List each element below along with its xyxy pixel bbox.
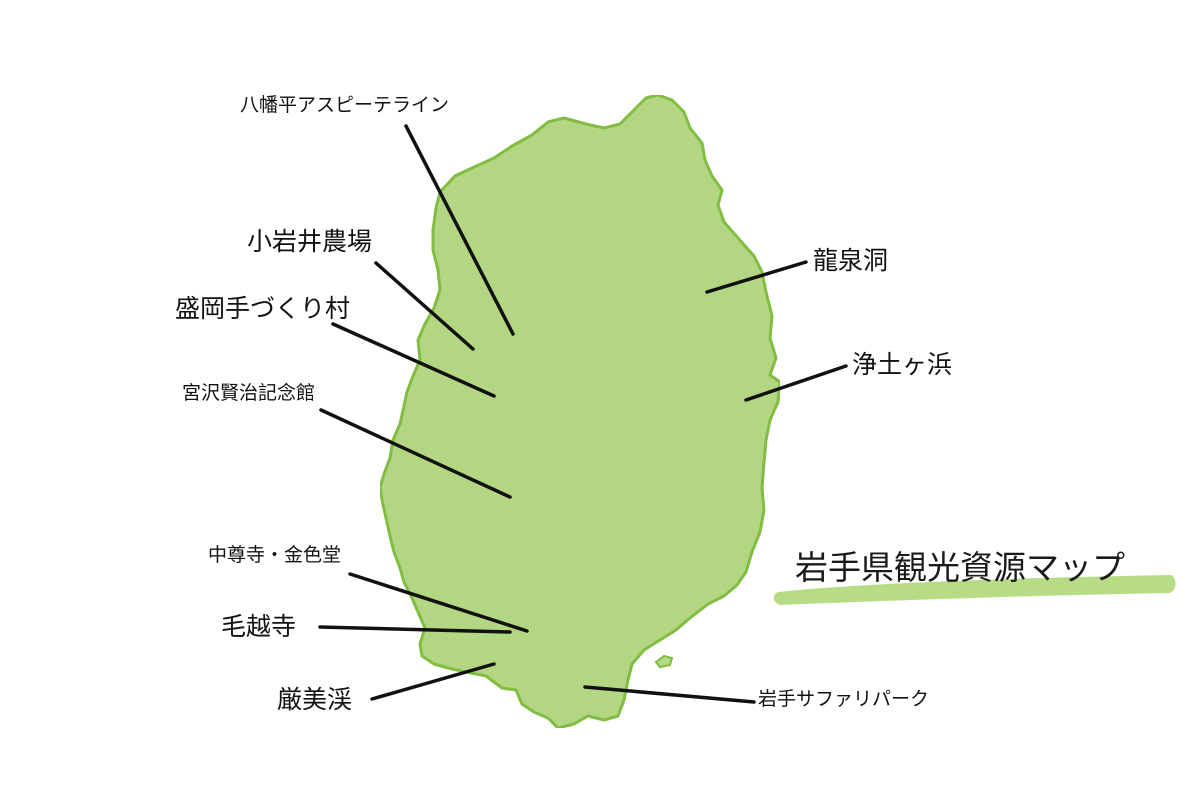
leader-lines: [318, 124, 848, 704]
label-ryusendo-cave[interactable]: 龍泉洞: [813, 246, 889, 275]
label-jodogahama-beach[interactable]: 浄土ヶ浜: [852, 350, 953, 379]
leader-line-ryusendo: [705, 260, 808, 294]
leader-line-safari: [583, 685, 756, 704]
leader-line-hachimantai: [404, 124, 515, 336]
label-iwate-safari-park[interactable]: 岩手サファリパーク: [758, 688, 930, 710]
label-motsuji-temple[interactable]: 毛越寺: [221, 612, 297, 641]
label-miyazawa-kenji-museum[interactable]: 宮沢賢治記念館: [182, 382, 316, 404]
label-genbikei-gorge[interactable]: 厳美渓: [277, 685, 353, 714]
leader-line-koiwai: [374, 261, 475, 351]
label-morioka-tezukuri-village[interactable]: 盛岡手づくり村: [175, 294, 351, 323]
map-title: 岩手県観光資源マップ: [795, 548, 1125, 587]
leader-line-jodogahama: [744, 364, 848, 402]
iwate-prefecture-shape[interactable]: [378, 93, 782, 730]
leader-line-tezukuri: [331, 322, 496, 398]
leader-line-chusonji: [348, 572, 529, 633]
label-hachimantai-aspite-line[interactable]: 八幡平アスピーテライン: [240, 94, 450, 116]
label-koiwai-farm[interactable]: 小岩井農場: [247, 227, 373, 256]
leader-line-motsuji: [318, 625, 512, 634]
small-island: [654, 654, 674, 669]
title-underline: [773, 575, 1176, 605]
leader-line-genbikei: [370, 662, 496, 701]
label-chusonji-konjikido[interactable]: 中尊寺・金色堂: [208, 544, 342, 566]
leader-line-miyazawa: [319, 408, 512, 499]
